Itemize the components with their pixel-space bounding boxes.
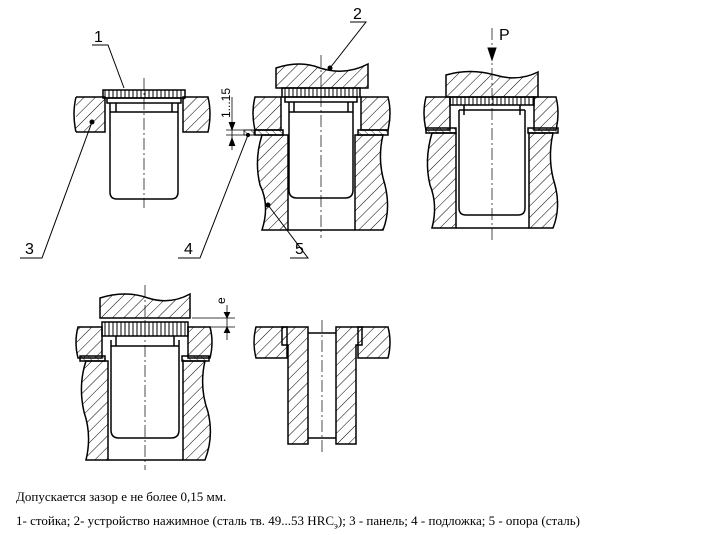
dim-gap-label: e (214, 297, 228, 304)
label-4: 4 (184, 241, 193, 258)
label-5: 5 (295, 241, 304, 258)
stage-3-pressing (423, 28, 559, 242)
stage-2-press-tool-lowered (226, 55, 391, 238)
caption-tolerance: Допускается зазор е не более 0,15 мм. (16, 489, 227, 504)
stage-4-gap-check (75, 285, 235, 470)
caption-legend: 1- стойка; 2- устройство нажимное (сталь… (16, 513, 580, 531)
dim-range-label: 1...15 (219, 88, 233, 118)
stage-5-installed-section (253, 320, 391, 452)
force-label: P (499, 27, 510, 44)
stage-1-standoff-in-panel (73, 78, 211, 208)
label-1: 1 (94, 29, 103, 46)
caption-legend-subscript: э (334, 520, 338, 531)
label-2: 2 (353, 6, 362, 23)
leader-lines (20, 21, 368, 259)
label-3: 3 (25, 241, 34, 258)
caption-legend-part2: ); 3 - панель; 4 - подложка; 5 - опора (… (337, 513, 580, 528)
caption-legend-part1: 1- стойка; 2- устройство нажимное (сталь… (16, 513, 335, 528)
